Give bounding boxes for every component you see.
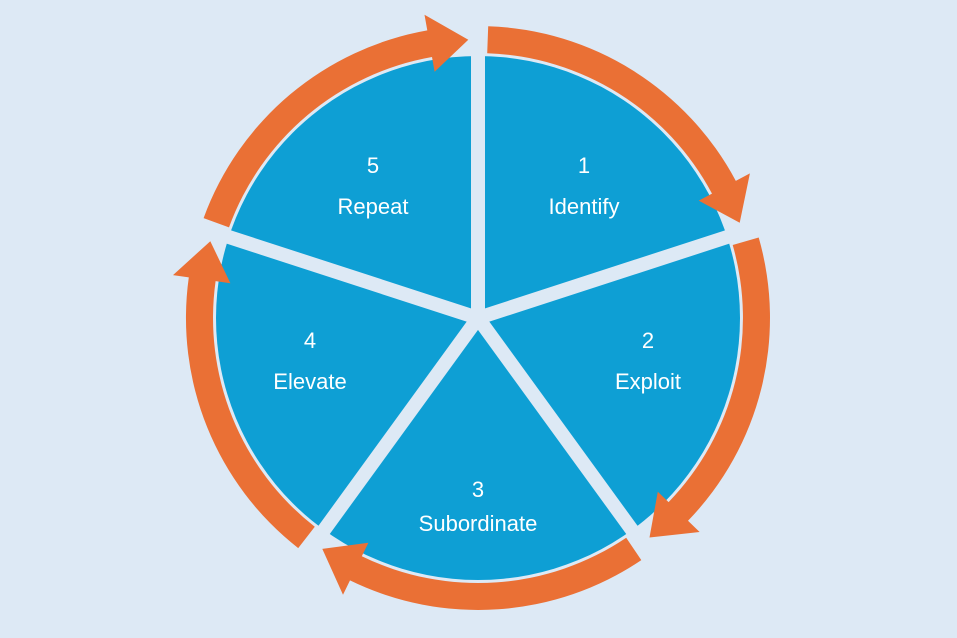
segment-divider (310, 313, 484, 545)
step-4: 4 Elevate (210, 320, 410, 402)
step-number: 1 (577, 153, 591, 178)
step-name: Identify (548, 194, 620, 219)
step-name: Subordinate (418, 511, 538, 536)
segment-divider (475, 226, 742, 325)
step-number: 3 (471, 477, 485, 502)
cycle-arrow-icon (173, 241, 315, 549)
segment-divider (214, 226, 481, 325)
step-2: 2 Exploit (548, 320, 748, 402)
step-5: 5 Repeat (273, 145, 473, 227)
step-name: Elevate (273, 369, 347, 394)
cycle-arrow-icon (203, 14, 469, 228)
step-number: 5 (366, 153, 380, 178)
cycle-arrow-icon (649, 237, 770, 538)
step-name: Repeat (337, 194, 409, 219)
cycle-arrow-icon (322, 537, 642, 610)
step-3: 3 Subordinate (378, 473, 578, 541)
step-name: Exploit (614, 369, 682, 394)
step-1: 1 Identify (484, 145, 684, 227)
segment-divider (472, 313, 646, 545)
step-number: 4 (303, 328, 317, 353)
step-number: 2 (641, 328, 655, 353)
cycle-arrow-icon (487, 26, 750, 223)
